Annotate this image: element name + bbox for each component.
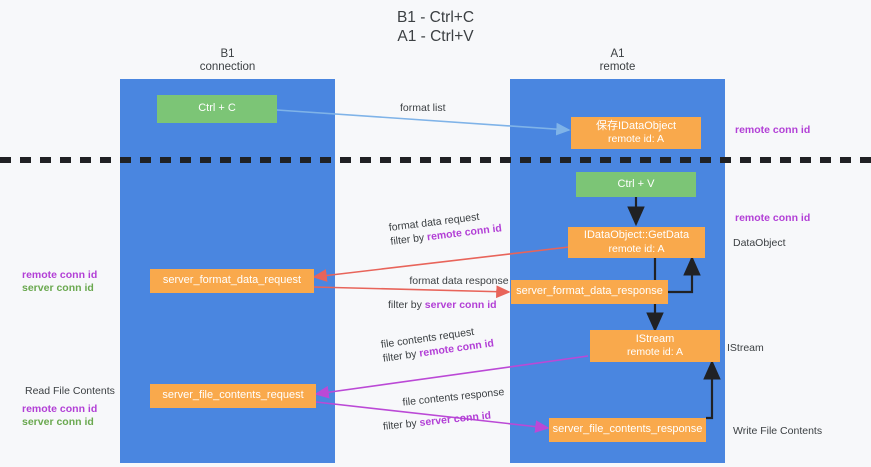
- annotation-left-read-file-contents: Read File Contents: [25, 385, 115, 397]
- node-save-idataobject-label: 保存IDataObject: [595, 119, 677, 132]
- edge-label-file-contents-response: file contents response filter by server …: [380, 385, 507, 434]
- node-istream-label: IStream: [635, 332, 675, 345]
- annotation-left-server-conn-id-2: server conn id: [22, 416, 94, 428]
- node-server-file-contents-response[interactable]: server_file_contents_response: [549, 418, 706, 442]
- page-title: B1 - Ctrl+C A1 - Ctrl+V: [396, 9, 475, 45]
- server-conn-id-key: server conn id: [418, 409, 492, 429]
- edge-label-format-data-request: format data request filter by remote con…: [388, 207, 503, 248]
- annotation-right-remote-conn-id-top: remote conn id: [735, 124, 811, 136]
- edge-label-file-contents-request: file contents request filter by remote c…: [380, 322, 495, 365]
- node-ctrl-c[interactable]: Ctrl + C: [157, 95, 277, 123]
- node-ctrl-c-label: Ctrl + C: [198, 102, 236, 115]
- node-server-file-contents-response-label: server_file_contents_response: [552, 423, 703, 436]
- node-idataobject-getdata[interactable]: IDataObject::GetData remote id: A: [568, 227, 705, 258]
- node-server-format-data-request-label: server_format_data_request: [162, 274, 302, 287]
- node-idataobject-getdata-label: IDataObject::GetData: [583, 229, 690, 241]
- node-server-file-contents-request[interactable]: server_file_contents_request: [150, 384, 316, 408]
- edge-label-format-list: format list: [400, 102, 446, 114]
- node-server-format-data-response[interactable]: server_format_data_response: [511, 280, 668, 304]
- server-conn-id-key: server conn id: [424, 299, 497, 311]
- node-save-idataobject-remoteid: remote id: A: [607, 133, 665, 145]
- edge-label-format-data-response-line2: filter by server conn id: [388, 298, 530, 312]
- filter-by-prefix: filter by: [389, 231, 428, 248]
- node-idataobject-getdata-remoteid: remote id: A: [608, 242, 665, 255]
- annotation-right-dataobject: DataObject: [733, 237, 786, 249]
- node-save-idataobject[interactable]: 保存IDataObject remote id: A: [571, 117, 701, 149]
- edge-label-format-data-response-line1: format data response: [409, 275, 509, 287]
- annotation-right-istream: IStream: [727, 342, 764, 354]
- annotation-left-remote-conn-id: remote conn id: [22, 269, 98, 281]
- annotation-right-remote-conn-id-mid: remote conn id: [735, 212, 811, 224]
- node-server-format-data-response-label: server_format_data_response: [516, 285, 663, 298]
- edge-label-file-contents-response-line2: filter by server conn id: [382, 407, 507, 434]
- node-ctrl-v[interactable]: Ctrl + V: [576, 172, 696, 197]
- annotation-left-server-conn-id: server conn id: [22, 282, 94, 294]
- edge-label-file-contents-response-line1: file contents response: [401, 386, 505, 409]
- node-istream[interactable]: IStream remote id: A: [590, 330, 720, 362]
- annotation-left-remote-conn-id-2: remote conn id: [22, 403, 98, 415]
- annotation-right-write-file-contents: Write File Contents: [733, 425, 823, 437]
- filter-by-prefix: filter by: [382, 417, 421, 433]
- node-ctrl-v-label: Ctrl + V: [617, 177, 655, 190]
- filter-by-prefix: filter by: [382, 347, 421, 365]
- edge-label-format-data-response: format data response filter by server co…: [388, 274, 530, 312]
- column-header-a1: A1 remote: [599, 48, 636, 73]
- node-istream-remoteid: remote id: A: [626, 346, 684, 358]
- column-header-b1: B1 connection: [199, 48, 256, 73]
- node-server-file-contents-request-label: server_file_contents_request: [162, 389, 304, 402]
- node-server-format-data-request[interactable]: server_format_data_request: [150, 269, 314, 293]
- filter-by-prefix: filter by: [388, 299, 425, 311]
